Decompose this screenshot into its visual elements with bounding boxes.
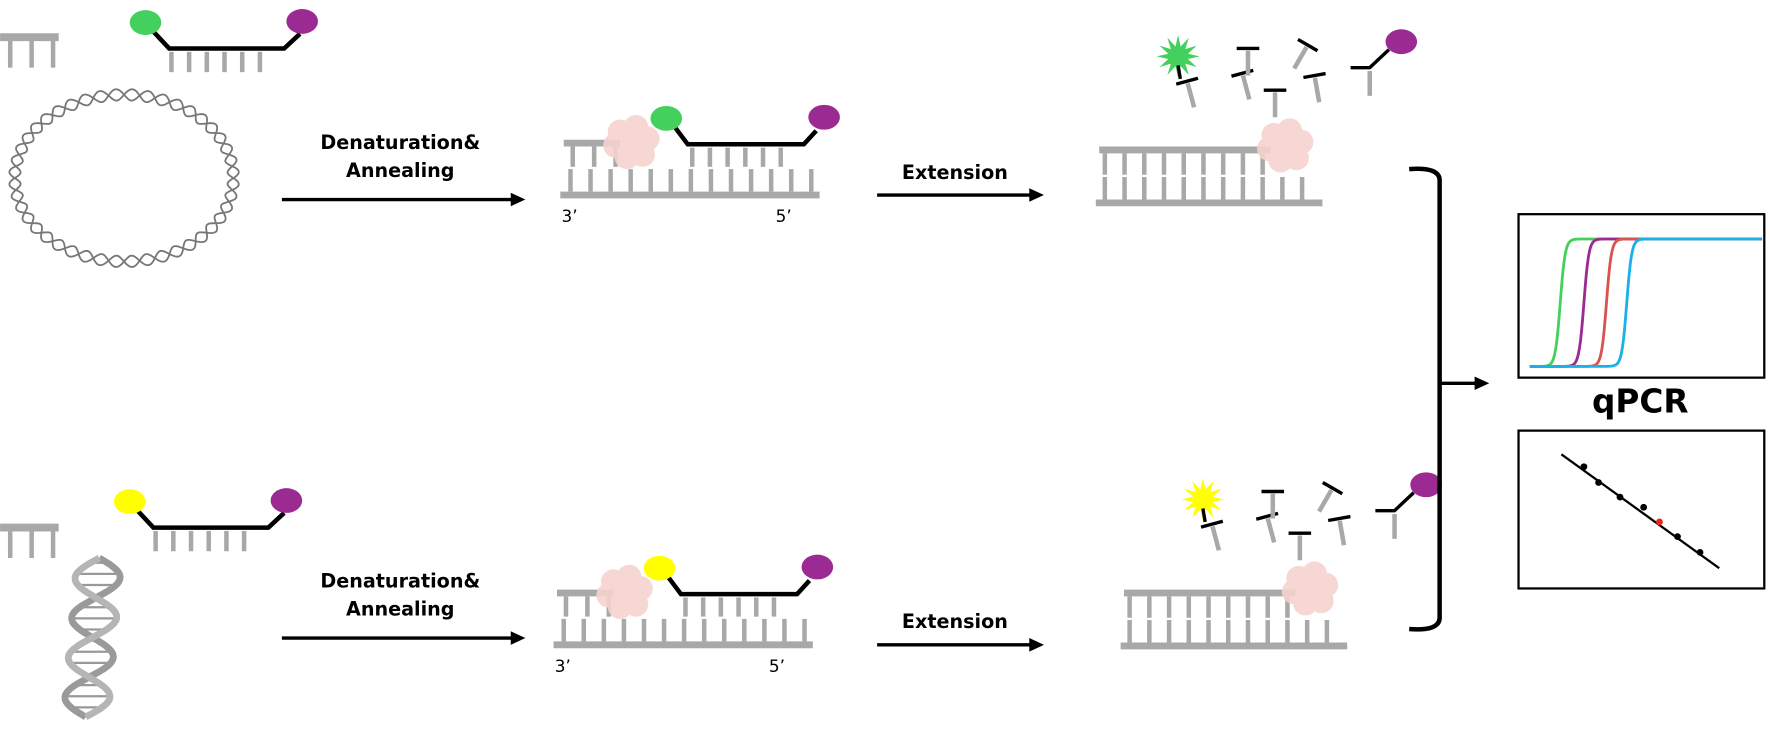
data-point (1595, 479, 1602, 486)
probe-yellow (113, 488, 303, 552)
nucleotide-head (1303, 71, 1326, 80)
nucleotide-head (1175, 76, 1199, 86)
quencher-icon (286, 9, 318, 34)
nucleotide-base (1240, 74, 1252, 100)
amplification-plot (1517, 213, 1766, 379)
qpcr-label: qPCR (1592, 383, 1689, 421)
label-annealing: Annealing (346, 159, 455, 182)
label-3-prime: 3’ (555, 656, 571, 676)
data-point (1674, 533, 1681, 540)
free-nucleotide (1236, 46, 1260, 76)
probe-strand (665, 574, 812, 597)
label-extension: Extension (902, 610, 1008, 633)
free-nucleotide (1288, 531, 1312, 561)
data-point (1580, 463, 1588, 471)
bottom-row: Denaturation& Annealing 3’ 5’ Extension (0, 472, 1442, 720)
fluorescence-burst-icon (1156, 34, 1200, 78)
free-nucleotide (1261, 489, 1285, 519)
data-point (1640, 503, 1648, 511)
polymerase-icon (1281, 561, 1339, 616)
fluorophore-icon (643, 555, 676, 581)
nucleotide-head (1297, 37, 1319, 53)
double-helix-dna-icon (61, 555, 124, 720)
quencher-icon (801, 554, 834, 580)
extended-complex (1120, 472, 1442, 650)
label-extension: Extension (902, 161, 1008, 184)
annealed-complex (560, 104, 840, 199)
dna-strand (8, 88, 240, 268)
label-3-prime: 3’ (561, 206, 577, 226)
quencher-icon (1385, 29, 1418, 55)
free-nucleotide (1263, 88, 1287, 118)
probe-fragment (1375, 491, 1415, 513)
polymerase-icon (603, 114, 660, 170)
arrow-denaturation-top (281, 192, 526, 207)
label-denaturation: Denaturation& (320, 131, 480, 154)
linker (1201, 508, 1207, 523)
quencher-icon (270, 488, 303, 513)
arrow-denaturation-bottom (281, 631, 526, 645)
quencher-icon (1410, 472, 1442, 498)
label-5-prime: 5’ (776, 206, 792, 226)
linker (1176, 65, 1183, 80)
fluorescence-burst-icon (1181, 477, 1225, 521)
free-nucleotide (1303, 71, 1326, 103)
fluorophore-icon (113, 489, 146, 515)
merge-bracket (1409, 166, 1490, 632)
free-nucleotide (1317, 481, 1344, 513)
amplification-curve (1529, 237, 1763, 368)
primer (0, 523, 59, 559)
fluorophore-icon (650, 105, 683, 131)
data-point (1656, 518, 1663, 526)
nucleotide-base (1317, 488, 1334, 513)
nucleotide-head (1321, 481, 1344, 496)
arrow-extension-bottom (877, 638, 1044, 652)
standard-curve-plot (1517, 429, 1766, 590)
data-point (1616, 493, 1624, 501)
fluorophore-icon (129, 10, 162, 35)
annealed-complex (553, 554, 834, 649)
nucleotide-base (1292, 45, 1309, 70)
data-point (1696, 548, 1704, 556)
probe-strand (672, 124, 818, 147)
nucleotide-base (1312, 77, 1322, 103)
probe-strand (151, 30, 302, 51)
free-nucleotide (1292, 37, 1319, 70)
probe-green (129, 9, 318, 73)
circular-dna-icon (8, 88, 240, 268)
label-5-prime: 5’ (769, 656, 785, 676)
label-annealing: Annealing (346, 598, 455, 621)
quencher-icon (808, 104, 840, 130)
arrow-extension-top (877, 188, 1044, 202)
nucleotide-base (1185, 82, 1197, 108)
top-row: Denaturation& Annealing 3’ 5’ Extension (0, 9, 1418, 268)
free-nucleotide (1327, 514, 1351, 546)
nucleotide-base (1337, 520, 1347, 546)
polymerase-icon (596, 564, 653, 619)
extended-complex (1095, 29, 1418, 207)
nucleotide-base (1265, 517, 1277, 544)
probe-fragment (1350, 48, 1391, 70)
nucleotide-head (1327, 514, 1351, 523)
polymerase-icon (1257, 118, 1314, 173)
free-nucleotide (1175, 76, 1199, 108)
nucleotide-base (1210, 525, 1222, 551)
label-denaturation: Denaturation& (320, 569, 480, 592)
dna-strand (64, 555, 121, 720)
nucleotide-head (1200, 519, 1224, 529)
probe-strand (135, 509, 286, 530)
dna-strand (8, 88, 240, 268)
primer (0, 33, 59, 68)
free-nucleotide (1200, 519, 1224, 551)
